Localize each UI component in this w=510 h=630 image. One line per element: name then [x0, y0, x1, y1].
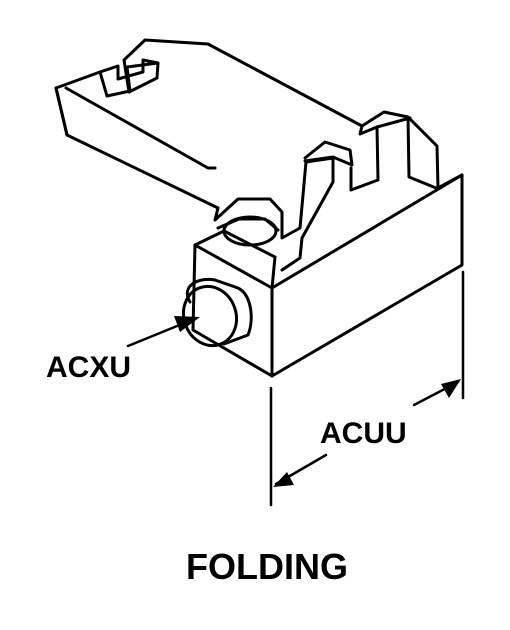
base-top	[193, 173, 464, 290]
top-plate-top-edge	[64, 86, 217, 170]
top-plate-outline	[54, 38, 412, 136]
callout-width-label: ACUU	[320, 417, 407, 450]
center-upright	[213, 156, 335, 272]
diagram-title: FOLDING	[186, 546, 348, 587]
dimension-ACUU	[269, 270, 465, 507]
base-edge	[193, 243, 274, 290]
left-slot	[98, 58, 160, 81]
knuckle-right-inner	[349, 125, 380, 192]
top-plate-front	[54, 86, 220, 210]
upright-inner	[216, 217, 280, 232]
base-right-face	[270, 173, 464, 378]
leader-arrowhead	[174, 316, 200, 332]
base-block	[191, 173, 464, 378]
pin-body	[186, 277, 253, 346]
top-plate-edge	[54, 86, 69, 137]
leader-ACXU	[126, 316, 200, 348]
base-left-face	[191, 243, 274, 378]
pin-face	[182, 284, 238, 348]
arrowhead-left	[273, 472, 294, 487]
leader-line	[126, 322, 184, 348]
top-plate	[54, 38, 412, 210]
arrowhead-right	[441, 379, 461, 398]
upright-outline	[213, 156, 335, 272]
callout-pin-label: ACXU	[46, 351, 131, 384]
knuckle-slot	[406, 115, 438, 190]
